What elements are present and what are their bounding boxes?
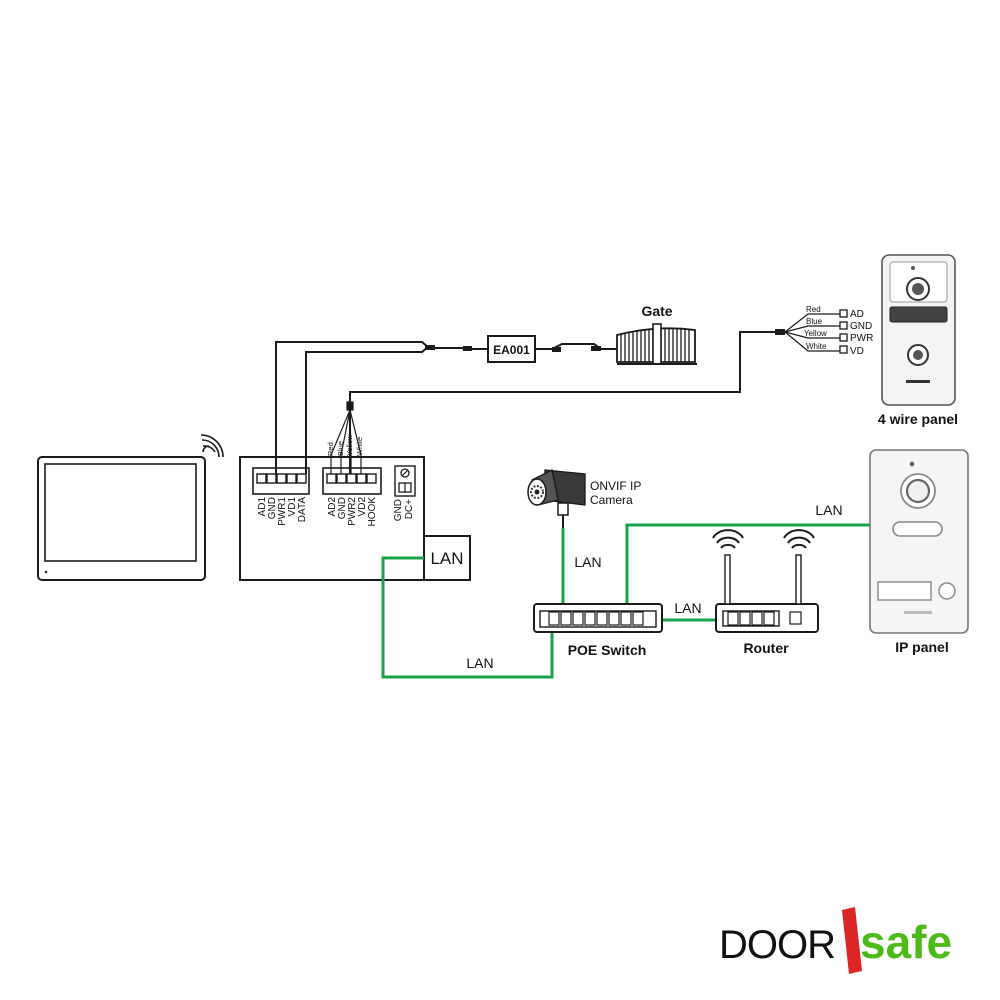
right-terminal-block (322, 467, 382, 495)
lan-label-camera: LAN (574, 554, 601, 570)
ip-panel-label: IP panel (895, 639, 948, 655)
wire-label-red: Red (326, 442, 335, 456)
panel-pin-gnd: GND (850, 321, 872, 332)
panel-terminals: AD GND PWR VD (839, 309, 873, 357)
four-wire-panel-label: 4 wire panel (878, 411, 958, 427)
panel-wire-color-labels: Red Blue Yellow White (804, 305, 827, 351)
indoor-monitor (37, 456, 206, 581)
terminal-label-pwr2: PWR2 (347, 497, 358, 526)
terminal-label-ad1: AD1 (257, 497, 268, 517)
terminal-label-ad2: AD2 (327, 497, 338, 517)
left-terminal-labels: AD1 GND PWR1 VD1 DATA (257, 497, 308, 526)
router (715, 554, 819, 633)
four-wire-panel (881, 254, 956, 406)
wifi-icon (200, 434, 224, 458)
brand-red-bar-icon (842, 907, 862, 974)
power-terminal-block (394, 465, 416, 497)
doorsafe-logo: DOOR safe (719, 907, 952, 974)
gate-icon (616, 323, 697, 365)
wire-data-to-ea001 (305, 346, 429, 474)
lan-label-ip-panel: LAN (815, 502, 842, 518)
right-terminal-labels: AD2 GND PWR2 VD2 HOOK (327, 497, 378, 527)
panel-wire-fan (784, 313, 840, 352)
wire-ad1-to-ea001 (275, 341, 488, 474)
ip-camera-icon (527, 469, 586, 528)
panel-wire-blue: Blue (806, 317, 823, 326)
poe-switch (533, 603, 663, 633)
controller-wire-fan (330, 401, 362, 474)
panel-pin-pwr: PWR (850, 333, 873, 344)
wire-label-blue: Blue (336, 441, 345, 456)
terminal-label-pwr1: PWR1 (277, 497, 288, 526)
lan-controller-to-switch (381, 556, 554, 679)
left-terminal-block (252, 467, 310, 495)
power-terminal-labels: GND DC+ (393, 499, 415, 521)
ip-panel (869, 449, 969, 634)
controller-box: LAN (239, 456, 471, 581)
wire-bundle-to-4wire-panel (349, 331, 778, 474)
terminal-label-vd1: VD1 (287, 497, 298, 517)
controller-lan-port: LAN (423, 535, 471, 581)
terminal-label-dc-plus: DC+ (404, 499, 415, 519)
panel-wire-white: White (806, 342, 827, 351)
terminal-label-gnd2: GND (337, 497, 348, 519)
lan-ip-panel-to-switch (625, 523, 872, 606)
router-antenna-signal-icon-right (783, 529, 815, 549)
panel-pin-ad: AD (850, 309, 864, 320)
brand-safe: safe (860, 916, 952, 968)
router-antenna-signal-icon-left (712, 529, 744, 549)
panel-wire-red: Red (806, 305, 821, 314)
wire-ea001-to-gate (535, 343, 620, 350)
terminal-label-gnd1: GND (267, 497, 278, 519)
ea001-module: EA001 (487, 335, 536, 363)
terminal-label-data: DATA (297, 497, 308, 523)
ea001-label: EA001 (493, 343, 530, 357)
poe-switch-label: POE Switch (568, 642, 647, 658)
panel-pin-vd: VD (850, 346, 864, 357)
controller-lan-label: LAN (430, 549, 463, 568)
terminal-label-power-gnd: GND (393, 499, 404, 521)
panel-wire-yellow: Yellow (804, 329, 827, 338)
lan-label-controller: LAN (466, 655, 493, 671)
gate-label: Gate (641, 303, 672, 319)
lan-label-router: LAN (674, 600, 701, 616)
wire-connectors (425, 329, 785, 352)
router-label: Router (743, 640, 789, 656)
terminal-label-vd2: VD2 (357, 497, 368, 517)
camera-label-line2: Camera (590, 493, 633, 507)
terminal-label-hook: HOOK (367, 497, 378, 527)
brand-door: DOOR (719, 923, 835, 967)
camera-label-line1: ONVIF IP (590, 479, 641, 493)
